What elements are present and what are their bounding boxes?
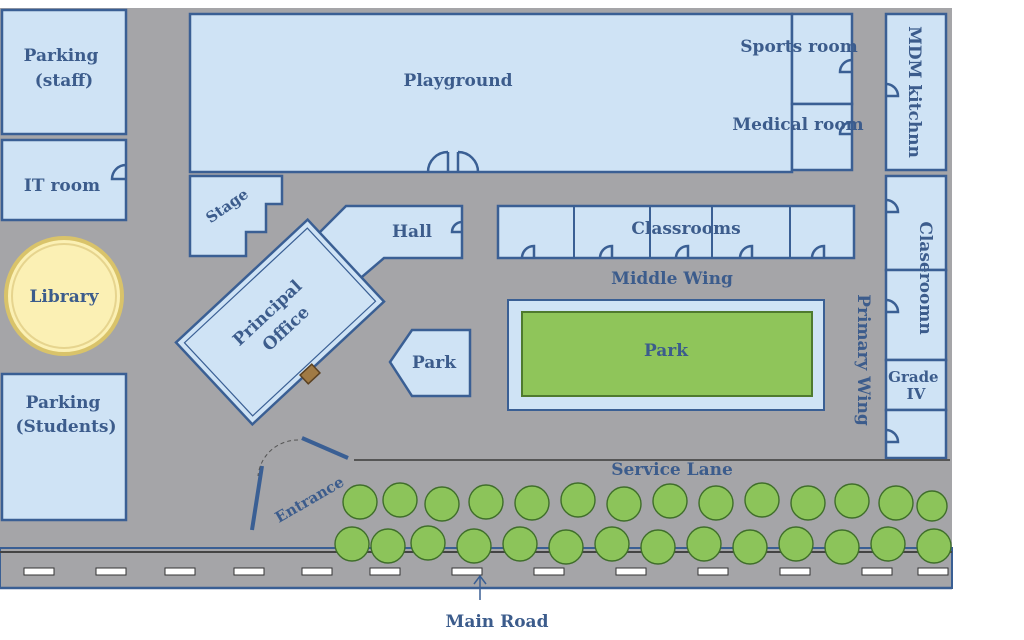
middle-wing-label: Middle Wing [611, 269, 733, 289]
service-lane-label: Service Lane [611, 460, 733, 480]
tree-row [334, 482, 952, 565]
classroom-right-label: Claseroomn [915, 221, 935, 334]
parking-students-label: Parking (Students) [15, 393, 116, 437]
playground-label: Playground [404, 71, 513, 91]
mdm-kitchen [884, 12, 948, 172]
it-room-label: IT room [24, 176, 100, 196]
road-lane-markings [23, 567, 949, 576]
library [4, 236, 124, 356]
parking-staff [0, 8, 128, 136]
entrance-gate-left [250, 465, 264, 531]
principal-office-porch [298, 363, 322, 385]
grade-iv-label: Grade IV [888, 368, 944, 403]
sports-room [790, 12, 854, 106]
classroom-right-lower [884, 268, 948, 362]
park-main [521, 311, 813, 397]
classroom-right-upper [884, 174, 948, 272]
playground [188, 12, 794, 174]
parking-staff-label: Parking (staff) [24, 46, 105, 91]
entrance-swing [257, 439, 299, 477]
classrooms-label: Classrooms [631, 219, 740, 239]
principal-office [174, 217, 386, 427]
park-small-label: Park [412, 353, 457, 373]
playground-gate [426, 150, 480, 173]
entrance-gate-right [301, 436, 349, 460]
park-small [388, 328, 472, 398]
medical-room-label: Medical room [732, 115, 863, 135]
library-label: Library [29, 287, 99, 307]
hall-label: Hall [392, 222, 433, 242]
medical-room [790, 102, 854, 172]
sports-room-label: Sports room [740, 37, 857, 57]
classroom-doors [520, 244, 826, 259]
parking-students [0, 372, 128, 522]
it-room-door [110, 163, 127, 181]
park-main-label: Park [644, 341, 689, 361]
classroom-dividers [573, 206, 791, 258]
main-road-label: Main Road [446, 612, 549, 632]
mdm-kitchen-label: MDM kitchnn [904, 26, 924, 158]
primary-wing-label: Primary Wing [853, 294, 873, 426]
stage [188, 174, 284, 258]
